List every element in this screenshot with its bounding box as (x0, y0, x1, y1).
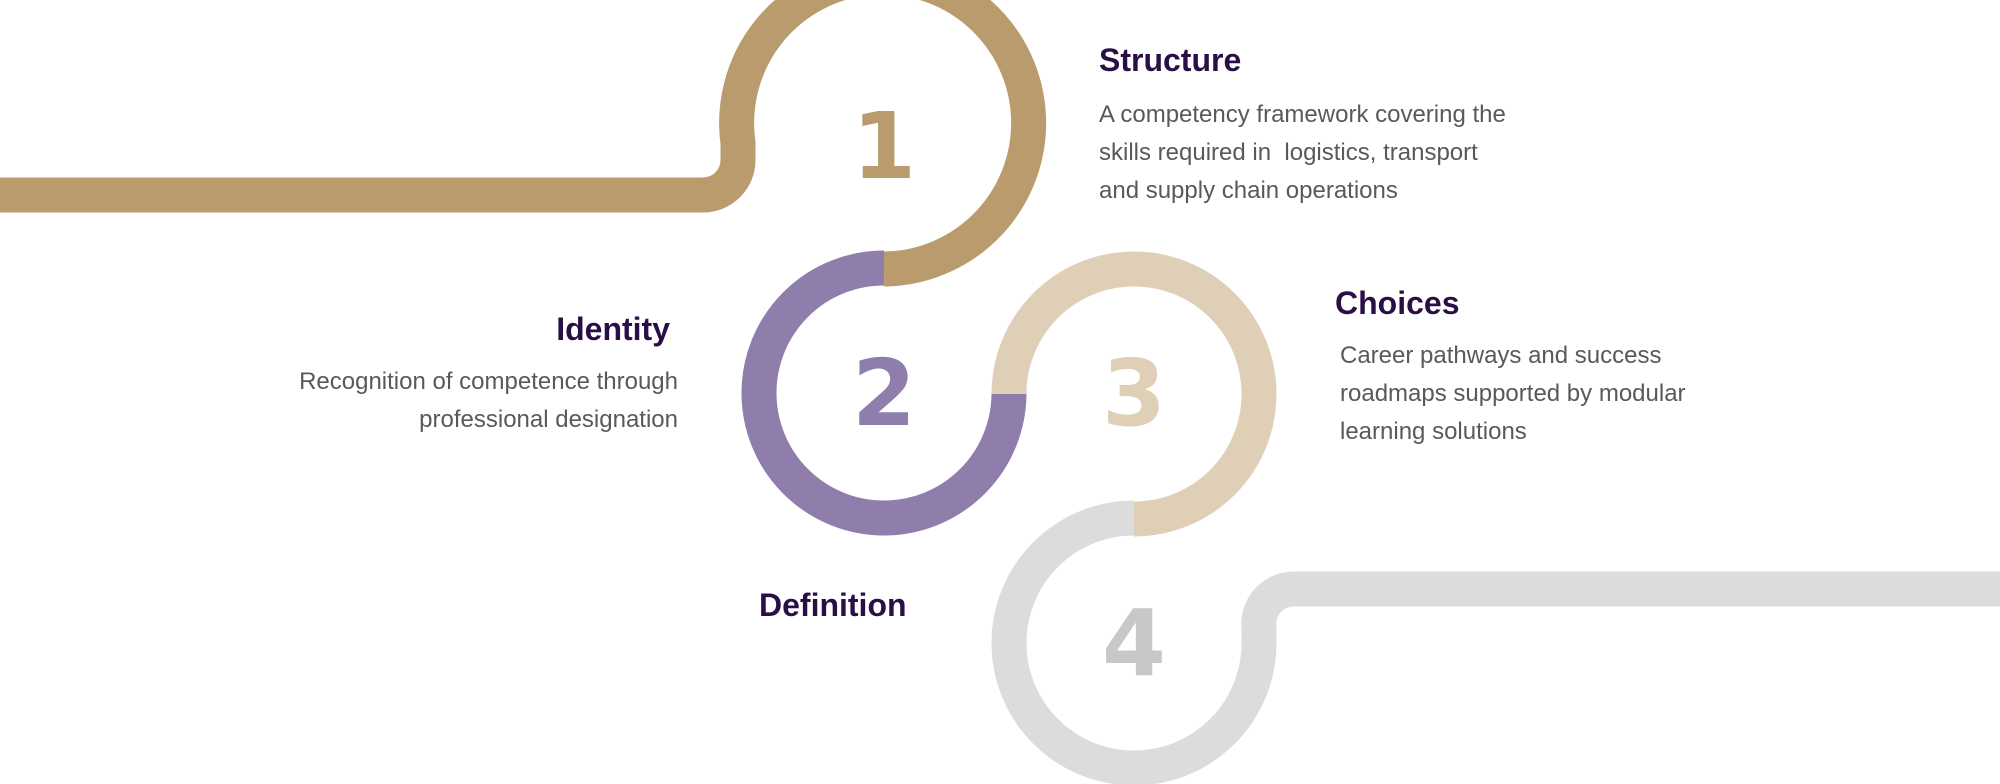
description-line: and supply chain operations (1099, 177, 1398, 204)
description-line: Career pathways and success (1340, 342, 1662, 369)
step-number-3: 3 (1102, 340, 1166, 447)
step-number-4: 4 (1102, 590, 1166, 697)
description-line: learning solutions (1340, 418, 1527, 445)
description-line: Recognition of competence through (299, 368, 678, 395)
path-segment-3 (991, 251, 1277, 537)
path-segment-4 (991, 500, 2000, 784)
description-line: roadmaps supported by modular (1340, 380, 1686, 407)
description-line: A competency framework covering the (1099, 101, 1506, 128)
description-line: professional designation (419, 406, 678, 433)
step-number-2: 2 (852, 340, 916, 447)
step-description-structure: A competency framework covering the skill… (1099, 96, 1506, 210)
step-description-choices: Career pathways and success roadmaps supp… (1340, 337, 1686, 451)
path-segment-1 (0, 0, 1047, 287)
step-heading-choices: Choices (1335, 285, 1460, 321)
step-description-identity: Recognition of competence through profess… (299, 363, 678, 439)
description-line: skills required in logistics, transport (1099, 139, 1478, 166)
path-segment-2 (741, 250, 1027, 536)
step-heading-identity: Identity (556, 311, 670, 347)
step-heading-structure: Structure (1099, 42, 1242, 78)
step-heading-definition: Definition (759, 587, 907, 623)
step-number-1: 1 (852, 93, 916, 200)
